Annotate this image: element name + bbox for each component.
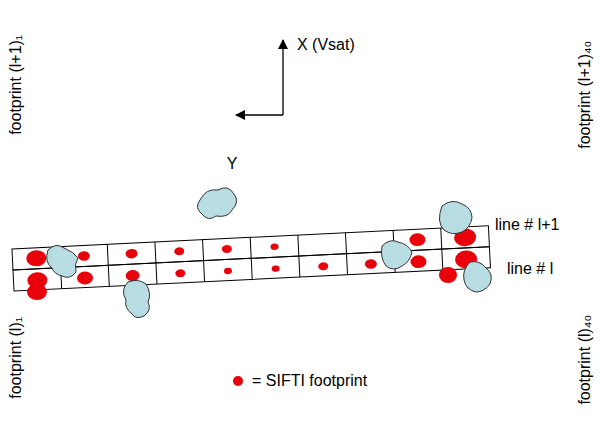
footprint-label: footprint (l)₁ [7,317,25,399]
scan-lines [12,226,490,291]
footprint-label: footprint (l+1)₄₀ [576,41,594,149]
sifti-footprint [78,251,90,261]
sifti-footprint [27,284,47,300]
sifti-footprint [439,267,457,283]
cell-divider [156,263,157,284]
legend-text: = SIFTI footprint [252,372,367,390]
sifti-footprint [174,247,184,255]
scan-line [12,226,489,270]
sifti-footprint [365,259,377,269]
cell-divider [203,240,204,261]
y-axis-arrow [236,114,283,115]
sifti-footprint [224,268,232,275]
cell-divider [155,242,156,263]
sifti-footprint [77,271,94,285]
cell-divider [108,265,109,286]
cell-divider [442,249,443,270]
sifti-footprint [26,250,47,267]
sifti-footprint [410,255,427,269]
axis-label: Y [227,155,238,173]
axis-label: X (Vsat) [297,36,355,54]
footprint-label: footprint (l+1)₁ [7,35,25,135]
cell-divider [299,256,300,277]
cell-divider [250,237,251,258]
x-axis-arrow [282,40,283,115]
cell-divider [298,235,299,256]
cell-divider [204,261,205,282]
cell-divider [107,244,108,265]
clouds [47,188,492,318]
sifti-footprint [175,269,185,277]
sifti-footprint [318,262,328,270]
scan-line [13,247,490,291]
sifti-footprint [271,265,279,272]
sifti-footprint [222,245,232,253]
cell-divider [251,258,252,279]
line-label: line # l+1 [495,216,560,234]
sifti-footprint [270,243,278,250]
cell-divider [345,233,346,254]
cell-divider [347,254,348,275]
line-label: line # l [507,260,553,278]
cell-divider [441,228,442,249]
sifti-footprint [125,249,137,259]
footprint-label: footprint (l)₄₀ [576,315,594,405]
sifti-footprint [409,233,426,247]
legend-swatch [233,376,243,386]
sifti-footprint [125,270,140,282]
